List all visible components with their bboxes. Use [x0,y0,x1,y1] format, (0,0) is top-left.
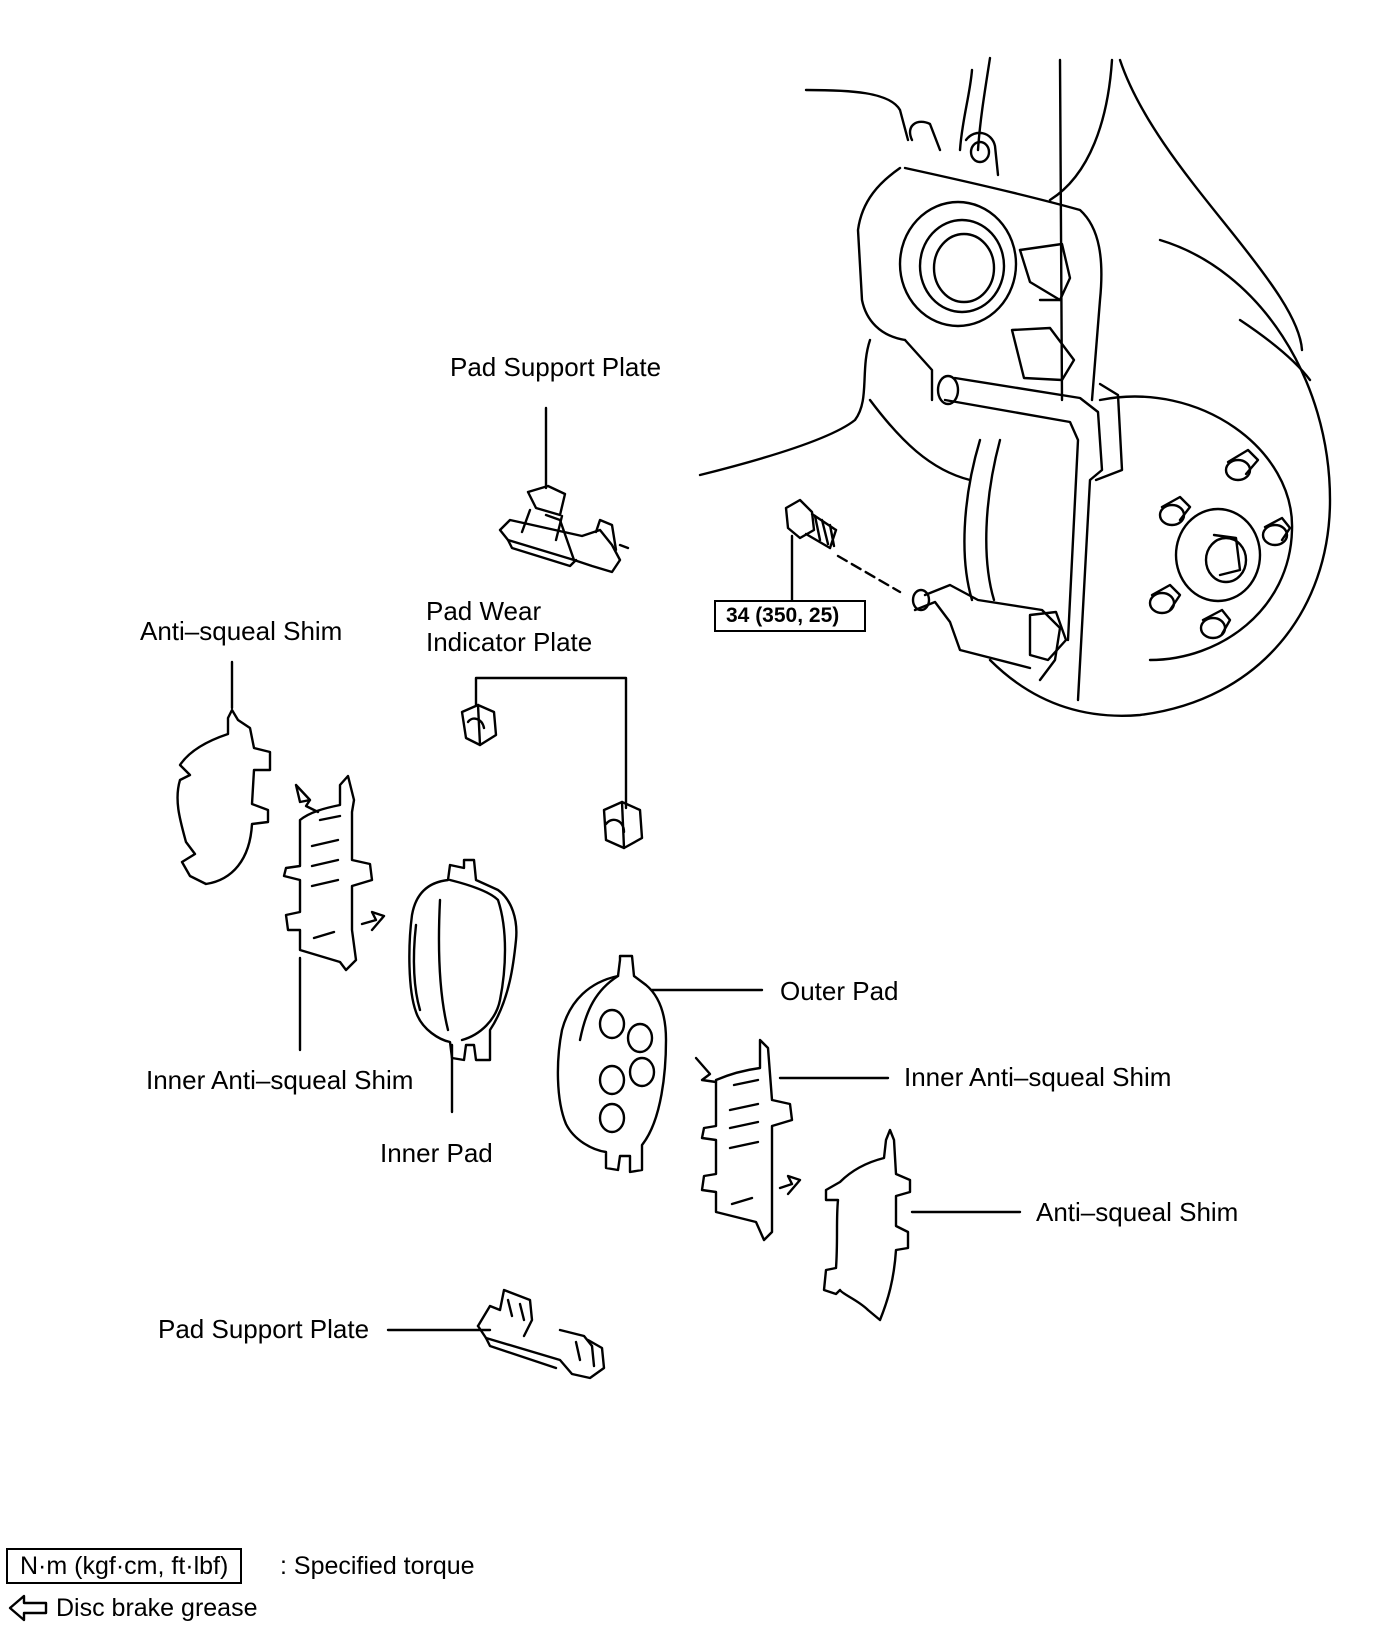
legend-torque-unit-box: N·m (kgf·cm, ft·lbf) [6,1548,243,1584]
wheel-stud [1199,608,1232,640]
label-inner-anti-squeal-shim-right: Inner Anti–squeal Shim [904,1062,1172,1092]
label-pad-wear-indicator-line1: Pad Wear [426,596,542,626]
wheel-stud [1261,516,1292,547]
anti-squeal-shim-right [822,1128,1022,1322]
brake-caliper [856,120,1124,702]
inner-pad [408,858,518,1114]
torque-callout: 34 (350, 25) [714,600,866,632]
label-pad-support-plate-top: Pad Support Plate [450,352,662,382]
pad-wear-indicator-plates [460,676,644,850]
label-anti-squeal-shim-left: Anti–squeal Shim [140,616,343,646]
anti-squeal-shim-left [176,660,272,886]
label-pad-support-plate-bottom: Pad Support Plate [158,1314,370,1344]
inner-anti-squeal-shim-right [694,1038,890,1242]
wheel-stud [1158,495,1192,527]
pad-support-plate-upper [498,406,630,574]
wheel-stud [1224,448,1260,482]
legend-torque-description: : Specified torque [280,1552,475,1580]
inner-anti-squeal-shim-left [282,774,386,1052]
label-outer-pad: Outer Pad [780,976,899,1006]
label-anti-squeal-shim-right: Anti–squeal Shim [1036,1197,1239,1227]
hollow-arrow-left-icon [8,1594,48,1622]
brake-disc-hub-assembly [698,56,1332,717]
outer-pad [556,954,764,1174]
pad-support-plate-lower [386,1288,606,1380]
legend-grease-description: Disc brake grease [56,1594,258,1622]
wheel-stud [1148,583,1182,615]
label-inner-pad: Inner Pad [380,1138,493,1168]
label-pad-wear-indicator-line2: Indicator Plate [426,627,593,657]
caliper-mounting-bolt [784,498,902,604]
label-inner-anti-squeal-shim-left: Inner Anti–squeal Shim [146,1065,414,1095]
